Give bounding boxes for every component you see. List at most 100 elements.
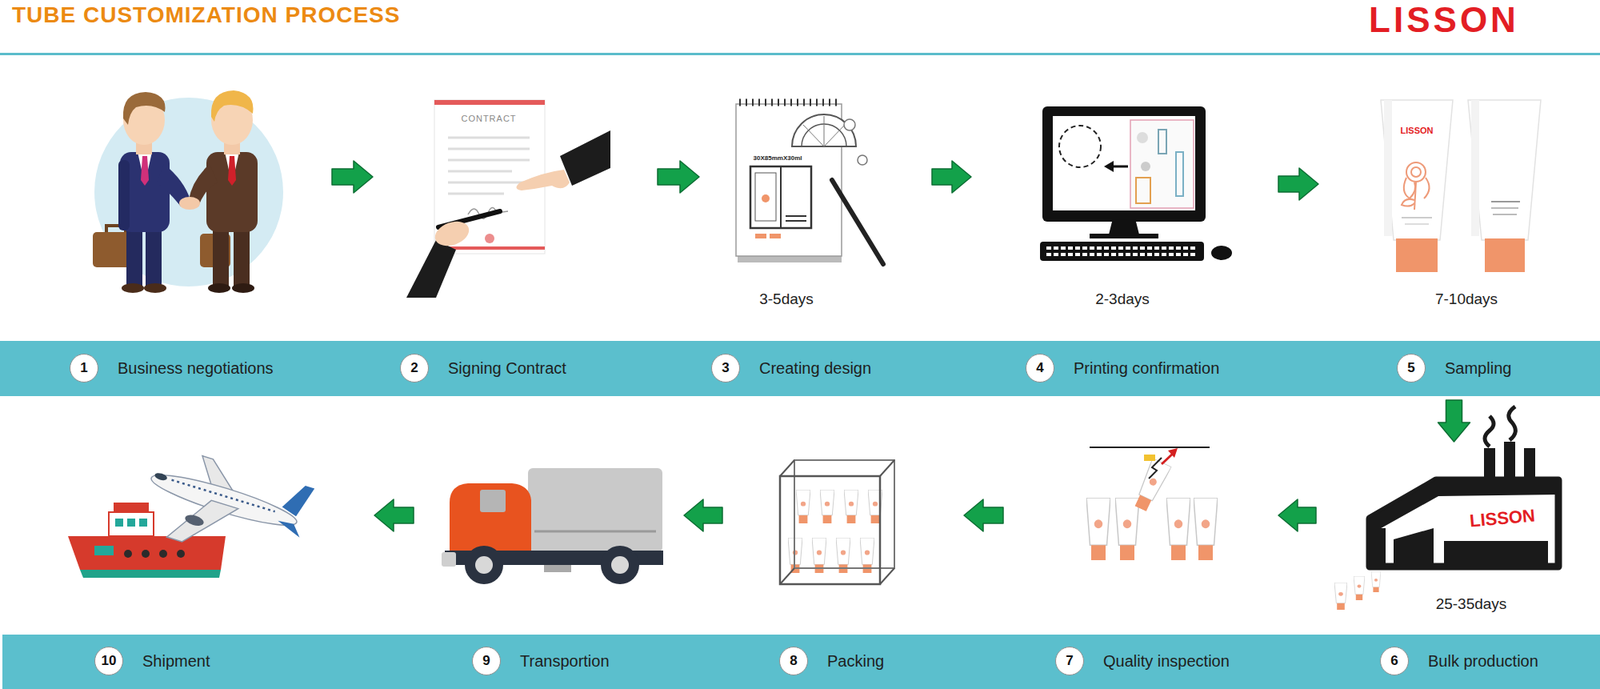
tube-sample-illustration [1380, 100, 1541, 272]
document-heading: CONTRACT [460, 113, 516, 124]
flow-arrow [657, 160, 700, 193]
handshake-illustration [145, 228, 162, 286]
ship-and-plane-illustration [139, 518, 148, 527]
computer-illustration [1046, 246, 1198, 250]
factory-illustration [1334, 582, 1348, 610]
quality-inspection-illustration [1166, 497, 1191, 560]
contract-illustration [432, 216, 473, 250]
handshake-illustration [121, 283, 144, 293]
process-step: 8Packing [724, 445, 963, 684]
factory-illustration [1334, 406, 1559, 610]
diagram-title: TUBE CUSTOMIZATION PROCESS [12, 1, 400, 29]
step-name: Business negotiations [117, 359, 274, 378]
process-step: 4Printing confirmation [972, 76, 1277, 396]
truck-illustration [480, 489, 506, 512]
tube-sample-illustration [1468, 100, 1541, 240]
process-step: 10 Shipment [64, 445, 373, 684]
factory-illustration [1369, 480, 1559, 535]
step-number: 10 [94, 646, 124, 676]
ship-and-plane-illustration [127, 518, 136, 527]
step-name: Quality inspection [1103, 652, 1230, 671]
process-step: 7 Quality inspection [1004, 445, 1277, 684]
notebook-illustration [785, 215, 807, 217]
step-name: Shipment [142, 652, 211, 671]
notebook-illustration [857, 155, 868, 165]
computer-illustration [1136, 177, 1151, 204]
process-step: 1 Business negotiations [64, 76, 331, 396]
factory-illustration [1369, 528, 1386, 567]
truck-illustration [464, 545, 504, 584]
duration-label: 3-5days [759, 291, 814, 308]
handshake-illustration [232, 283, 255, 293]
packing-box-illustration [780, 460, 795, 476]
tube-sample-illustration [1401, 199, 1415, 207]
tube-sample-illustration [1401, 216, 1432, 219]
step-number: 1 [69, 353, 99, 383]
step-number: 9 [472, 646, 501, 676]
handshake-illustration [123, 92, 166, 125]
contract-illustration [448, 159, 530, 162]
tube-sample-illustration [1414, 182, 1416, 210]
packing-box-illustration [844, 489, 859, 524]
handshake-illustration [126, 228, 143, 286]
packing-box-illustration [780, 476, 880, 584]
step-number: 6 [1380, 646, 1409, 676]
step-label-row: 3Creating design [711, 353, 872, 383]
tube-sample-illustration [1384, 100, 1392, 236]
quality-inspection-illustration [1168, 448, 1178, 458]
tube-sample-illustration [1492, 213, 1517, 216]
notebook-illustration [792, 114, 856, 147]
packing-box-illustration [780, 568, 795, 584]
factory-illustration [1444, 540, 1548, 567]
contract-illustration [434, 100, 545, 105]
factory-illustration [1353, 576, 1365, 600]
computer-illustration [1089, 233, 1159, 239]
notebook-illustration [824, 116, 825, 147]
factory-illustration [1393, 528, 1434, 567]
computer-illustration [1176, 152, 1184, 196]
tube-sample-illustration [1396, 238, 1438, 272]
process-step: 2Signing Contract [374, 76, 656, 396]
step-name: Packing [827, 652, 884, 671]
band [2, 634, 1600, 689]
process-step: 3Creating design [700, 76, 931, 396]
quality-inspection-illustration [1144, 454, 1156, 461]
duration-label: 7-10days [1435, 291, 1498, 308]
quality-inspection-illustration [1131, 457, 1172, 513]
truck-illustration [441, 552, 456, 567]
step-name: Sampling [1444, 359, 1512, 378]
handshake-illustration [233, 228, 250, 286]
contract-illustration [448, 136, 530, 140]
step-label-row: 8Packing [779, 646, 884, 676]
contract-illustration [484, 233, 495, 244]
step-label-row: 9Transportion [472, 646, 610, 676]
truck-illustration [528, 468, 663, 552]
notebook-illustration [739, 99, 840, 107]
computer-illustration [1040, 106, 1232, 261]
computer-illustration [1136, 132, 1148, 144]
ship-and-plane-illustration [184, 512, 205, 528]
packing-box-illustration [880, 568, 895, 584]
computer-illustration [1140, 161, 1151, 172]
computer-illustration [1059, 125, 1101, 168]
truck-illustration [611, 556, 629, 574]
handshake-illustration [118, 160, 130, 231]
duration-label: 2-3days [1095, 291, 1150, 308]
ship-and-plane-illustration [153, 471, 168, 481]
handshake-illustration [211, 90, 254, 122]
ship-and-plane-illustration [124, 549, 132, 558]
ship-and-plane-illustration [115, 518, 124, 527]
step-number: 2 [400, 353, 429, 383]
flow-arrow [964, 499, 1004, 532]
step-label-row: 7 Quality inspection [1055, 646, 1230, 676]
step-number: 7 [1055, 646, 1084, 676]
computer-illustration [1040, 241, 1204, 261]
ship-and-plane-illustration [159, 549, 168, 558]
header-rule [0, 52, 1600, 56]
computer-illustration [1104, 160, 1114, 172]
truck-illustration [534, 530, 656, 533]
tube-sample-illustration [1401, 162, 1430, 210]
computer-illustration [1042, 106, 1206, 222]
